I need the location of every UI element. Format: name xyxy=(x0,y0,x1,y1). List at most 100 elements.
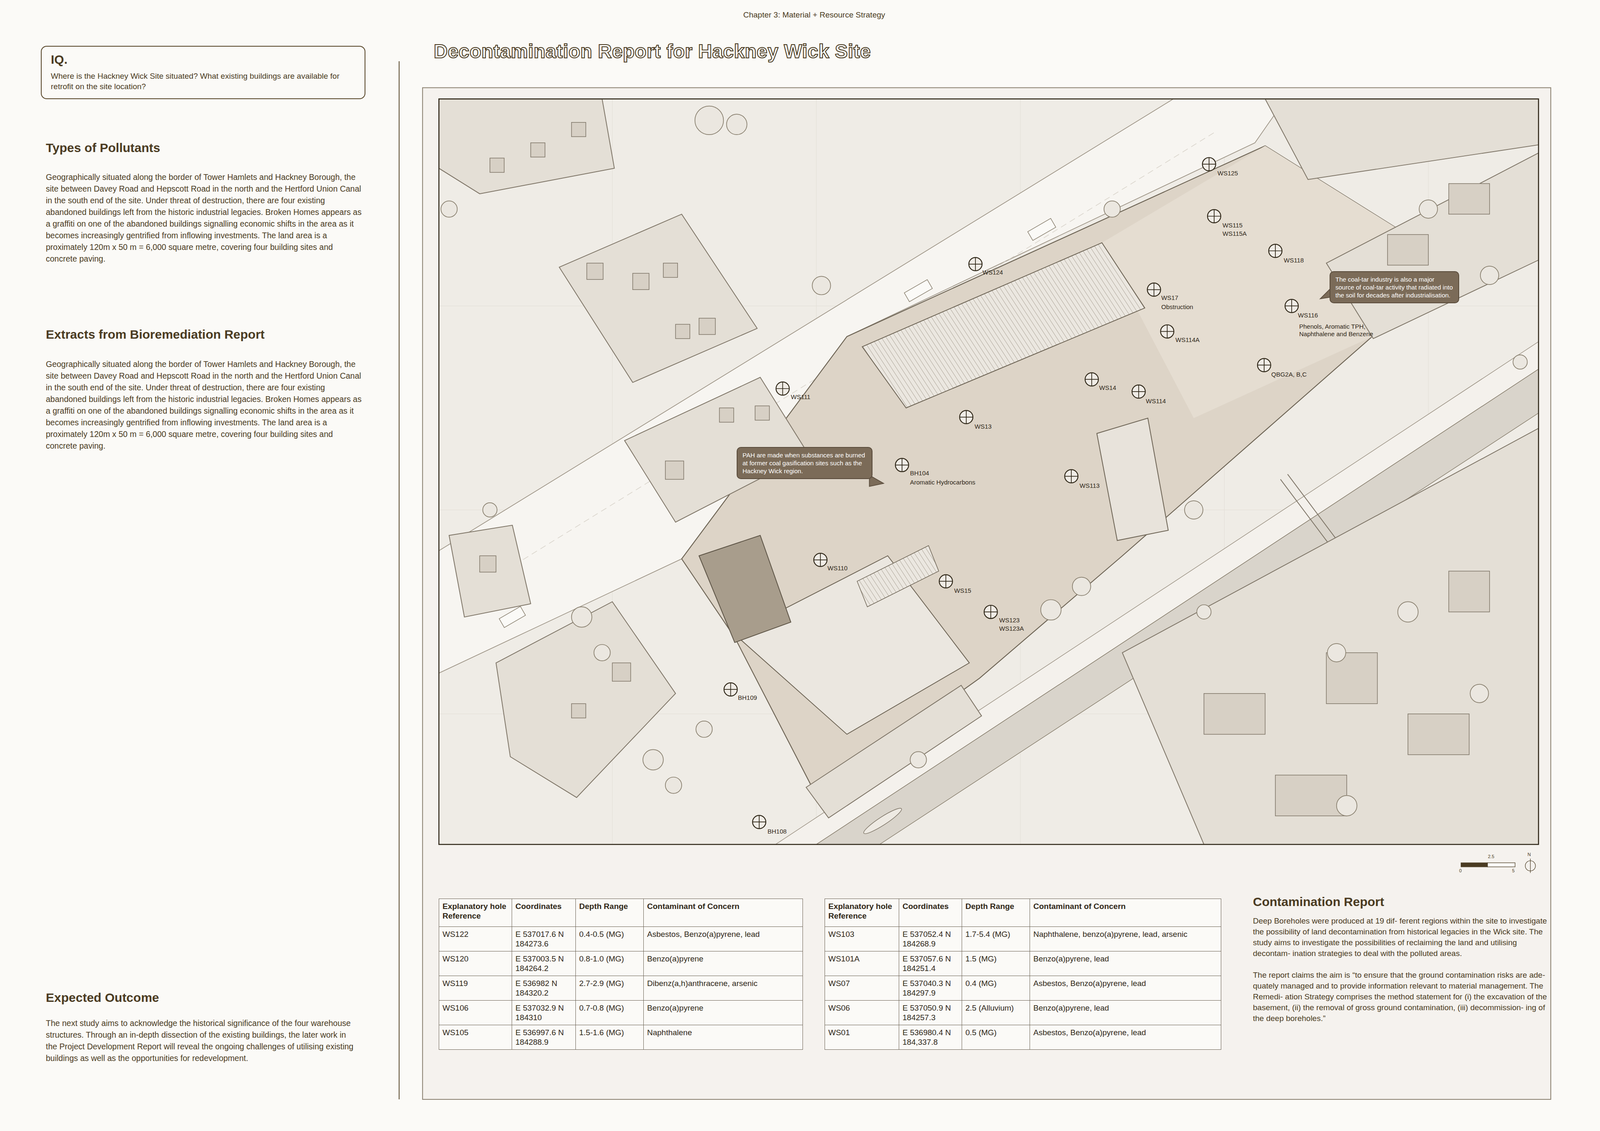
table-cell: E 536980.4 N 184,337.8 xyxy=(899,1025,963,1050)
table-cell: Depth Range xyxy=(575,899,644,928)
table-cell-text: E 537040.3 N 184297.9 xyxy=(902,978,959,998)
borehole-label: WS123 xyxy=(999,616,1020,625)
table-cell-text: E 537050.9 N 184257.3 xyxy=(902,1003,959,1023)
table-cell: 0.7-0.8 (MG) xyxy=(575,1000,644,1026)
table-cell: WS105 xyxy=(439,1025,513,1050)
table-cell: E 537017.6 N 184273.6 xyxy=(512,927,576,952)
borehole-label: WS14 xyxy=(1099,384,1117,392)
table-cell: WS101A xyxy=(825,951,900,977)
table-row: WS06E 537050.9 N 184257.32.5 (Alluvium)B… xyxy=(825,1000,1222,1026)
table-cell: WS01 xyxy=(825,1025,900,1050)
callout-box: PAH are made when substances are burned … xyxy=(736,447,873,480)
section-heading: Expected Outcome xyxy=(45,988,160,1007)
table-row: WS122E 537017.6 N 184273.60.4-0.5 (MG)As… xyxy=(439,927,803,952)
table-row: WS101AE 537057.6 N 184251.41.5 (MG)Benzo… xyxy=(825,951,1222,977)
body-text: The report claims the aim is “to ensure … xyxy=(1252,970,1551,1025)
data-table: Explanatory hole Reference CoordinatesDep… xyxy=(438,898,803,1050)
table-cell-text: 2.7-2.9 (MG) xyxy=(579,978,640,989)
table-cell-text: E 537003.5 N 184264.2 xyxy=(515,954,573,974)
table-cell: WS120 xyxy=(439,951,513,977)
table-cell-text: 1.7-5.4 (MG) xyxy=(965,929,1027,940)
table-cell: Naphthalene, benzo(a)pyrene, lead, arsen… xyxy=(1030,927,1222,952)
table-cell: Contaminant of Concern xyxy=(1030,899,1222,928)
borehole-label: WS115 xyxy=(1222,221,1243,230)
box-text: PAH are made when substances are burned … xyxy=(742,451,867,475)
table-cell-text: Asbestos, Benzo(a)pyrene, lead xyxy=(1033,1027,1218,1038)
table-cell-text: E 537057.6 N 184251.4 xyxy=(902,954,959,974)
table-cell: Benzo(a)pyrene, lead xyxy=(1030,951,1222,977)
borehole-label: WS116 xyxy=(1297,311,1318,320)
table-cell: Asbestos, Benzo(a)pyrene, lead xyxy=(1030,1025,1222,1050)
borehole-label: Phenols, Aromatic TPH, Naphthalene and B… xyxy=(1299,322,1391,338)
table-cell-text: E 537032.9 N 184310 xyxy=(515,1003,573,1023)
table-cell-text: WS120 xyxy=(442,954,509,964)
table-cell: E 537052.4 N 184268.9 xyxy=(899,927,963,952)
table-cell-text: WS101A xyxy=(828,954,896,964)
table-cell-text: E 536982 N 184320.2 xyxy=(515,978,573,998)
table-cell: WS106 xyxy=(439,1000,513,1026)
table-row: WS106 E 537032.9 N 1843100.7-0.8 (MG)Benz… xyxy=(439,1000,803,1026)
table-cell: Depth Range xyxy=(962,899,1030,928)
table-header: Depth Range xyxy=(965,901,1027,912)
table-cell: 0.4-0.5 (MG) xyxy=(575,927,644,952)
table-cell: Dibenz(a,h)anthracene, arsenic xyxy=(643,976,803,1001)
table-cell-text: E 537052.4 N 184268.9 xyxy=(902,929,959,949)
body-text: Geographically situated along the border… xyxy=(45,358,363,452)
table-cell: Asbestos, Benzo(a)pyrene, lead xyxy=(643,927,803,952)
table-cell: 2.5 (Alluvium) xyxy=(962,1000,1030,1026)
box-text: Where is the Hackney Wick Site situated?… xyxy=(50,70,356,92)
borehole-label: WS118 xyxy=(1283,256,1304,265)
borehole-label: Aromatic Hydrocarbons xyxy=(910,478,976,487)
borehole-label: BH108 xyxy=(767,827,787,836)
table-row: WS01E 536980.4 N 184,337.80.5 (MG)Asbest… xyxy=(825,1025,1222,1050)
table-cell: 1.5-1.6 (MG) xyxy=(575,1025,644,1050)
table-cell-text: E 536997.6 N 184288.9 xyxy=(515,1027,573,1048)
section-heading: Extracts from Bioremediation Report xyxy=(45,325,265,344)
table-cell-text: 2.5 (Alluvium) xyxy=(965,1003,1027,1013)
table-cell-text: WS106 xyxy=(442,1003,509,1013)
table-cell-text: Benzo(a)pyrene, lead xyxy=(1033,954,1218,964)
borehole-label: BH109 xyxy=(737,694,758,702)
table-cell-text: Benzo(a)pyrene xyxy=(647,954,800,964)
page-title: Decontamination Report for Hackney Wick … xyxy=(433,40,871,63)
borehole-label: WS15 xyxy=(954,587,972,595)
table-header: Coordinates xyxy=(902,901,959,912)
table-cell-text: 0.4 (MG) xyxy=(965,978,1027,989)
borehole-label: WS124 xyxy=(982,268,1003,277)
table-cell-text: 0.4-0.5 (MG) xyxy=(579,929,640,940)
table-cell: Benzo(a)pyrene, lead xyxy=(1030,1000,1222,1026)
table-cell: 0.8-1.0 (MG) xyxy=(575,951,644,977)
borehole-label: WS125 xyxy=(1217,169,1238,178)
table-cell: 0.5 (MG) xyxy=(962,1025,1030,1050)
borehole-label: WS114 xyxy=(1145,397,1166,405)
table-cell-text: WS119 xyxy=(442,978,509,989)
borehole-label: WS111 xyxy=(790,393,811,401)
table-header: Coordinates xyxy=(515,901,573,912)
table-cell: E 537057.6 N 184251.4 xyxy=(899,951,963,977)
report-column: Contamination ReportDeep Boreholes were … xyxy=(1252,895,1551,1035)
borehole-label: WS13 xyxy=(974,422,992,431)
table-header: Explanatory hole Reference xyxy=(442,901,509,921)
table-cell-text: WS01 xyxy=(828,1027,896,1038)
table-cell: Benzo(a)pyrene xyxy=(643,951,803,977)
borehole-label: WS123A xyxy=(999,625,1024,633)
borehole-label: Obstruction xyxy=(1161,303,1194,311)
data-table: Explanatory hole Reference Coordinates Dep… xyxy=(824,898,1222,1050)
page-header: Chapter 3: Material + Resource Strategy xyxy=(743,9,886,21)
table-header: Explanatory hole Reference xyxy=(828,901,896,921)
table-cell-text: 0.8-1.0 (MG) xyxy=(579,954,640,964)
table-cell: Benzo(a)pyrene xyxy=(643,1000,803,1026)
table-cell: WS103 xyxy=(825,927,900,952)
table-row: Explanatory hole Reference Coordinates Dep… xyxy=(825,899,1222,928)
table-cell: WS07 xyxy=(825,976,900,1001)
table-cell: Coordinates xyxy=(512,899,576,928)
table-header: Contaminant of Concern xyxy=(647,901,800,912)
table-cell: Naphthalene xyxy=(643,1025,803,1050)
body-text: Geographically situated along the border… xyxy=(45,171,363,265)
borehole-label: WS17 xyxy=(1161,294,1179,302)
table-cell: 0.4 (MG) xyxy=(962,976,1030,1001)
table-row: WS120 E 537003.5 N 184264.2 0.8-1.0 (MG) Be… xyxy=(439,951,803,977)
table-header: Contaminant of Concern xyxy=(1033,901,1218,912)
box-heading: IQ. xyxy=(50,52,356,67)
table-cell-text: WS105 xyxy=(442,1027,509,1038)
